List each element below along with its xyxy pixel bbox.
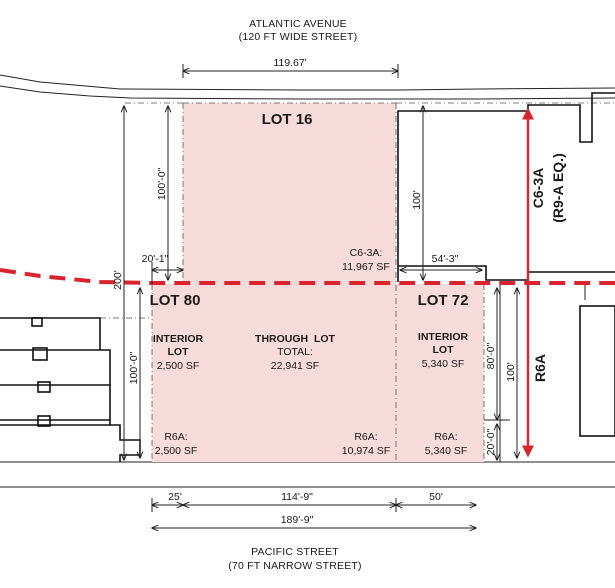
left-buildings xyxy=(0,317,141,462)
dim-bottom-mid: 114'-9" xyxy=(281,491,313,503)
through-lot-total-area: 22,941 SF xyxy=(271,360,319,372)
zone-north-equivalent: (R9-A EQ.) xyxy=(550,153,566,222)
north-street-desc: (120 FT WIDE STREET) xyxy=(239,31,358,43)
r6a-lot72-label: R6A: xyxy=(434,431,457,443)
dim-lot16-depth: 100'-0" xyxy=(156,167,168,200)
zone-north-label: C6-3A xyxy=(530,168,546,208)
lot16-label: LOT 16 xyxy=(262,111,313,128)
north-street-name: ATLANTIC AVENUE xyxy=(249,18,347,30)
lot80-area: 2,500 SF xyxy=(157,360,200,372)
dim-lot80-depth: 100'-0" xyxy=(128,351,140,384)
r6a-lot80-label: R6A: xyxy=(164,431,187,443)
c63a-area-label: C6-3A: xyxy=(350,247,383,259)
south-street-name: PACIFIC STREET xyxy=(251,546,339,558)
dim-bottom-right: 50' xyxy=(429,491,443,503)
through-lot-total-label: TOTAL: xyxy=(277,346,313,358)
dim-bottom-left: 25' xyxy=(168,491,182,503)
lot72-label: LOT 72 xyxy=(418,292,469,309)
lot72-fill xyxy=(396,284,484,462)
right-upper-building xyxy=(397,92,615,282)
lot80-type-line2: LOT xyxy=(168,346,190,358)
dim-total-depth: 200' xyxy=(112,270,124,290)
lot72-type-line2: LOT xyxy=(433,344,455,356)
dim-bottom-total: 189'-9" xyxy=(281,514,314,526)
through-lot-fill xyxy=(152,284,396,462)
through-lot-type: THROUGH LOT xyxy=(255,333,335,345)
dim-top-width: 119.67' xyxy=(273,57,306,69)
dim-right-upper-depth: 100' xyxy=(411,190,423,210)
dim-lot80-offset: 20'-1" xyxy=(142,253,169,265)
zoning-boundary-line xyxy=(0,268,615,285)
lot72-area: 5,340 SF xyxy=(422,358,465,370)
south-street-edge xyxy=(0,461,615,488)
r6a-lot80-area: 2,500 SF xyxy=(155,445,198,457)
dim-right-lower-depth: 100' xyxy=(505,362,517,382)
south-street-desc: (70 FT NARROW STREET) xyxy=(228,560,362,572)
r6a-lot72-area: 5,340 SF xyxy=(425,445,468,457)
lot80-label: LOT 80 xyxy=(150,292,201,309)
r6a-through-area: 10,974 SF xyxy=(342,445,390,457)
dim-lot72-depth: 80'-0" xyxy=(485,342,497,369)
dim-c63a-offset: 54'-3" xyxy=(432,253,459,265)
dimension-lines xyxy=(124,64,517,528)
lot16-fill xyxy=(183,103,396,284)
r6a-through-label: R6A: xyxy=(354,431,377,443)
lot80-type-line1: INTERIOR xyxy=(153,333,204,345)
lot-fills xyxy=(152,103,484,462)
zone-south-label: R6A xyxy=(532,354,548,382)
dim-lot72-setback: 20'-0" xyxy=(485,428,497,455)
north-street-edge xyxy=(0,74,615,100)
c63a-area-value: 11,967 SF xyxy=(342,261,390,273)
lot72-type-line1: INTERIOR xyxy=(418,331,469,343)
